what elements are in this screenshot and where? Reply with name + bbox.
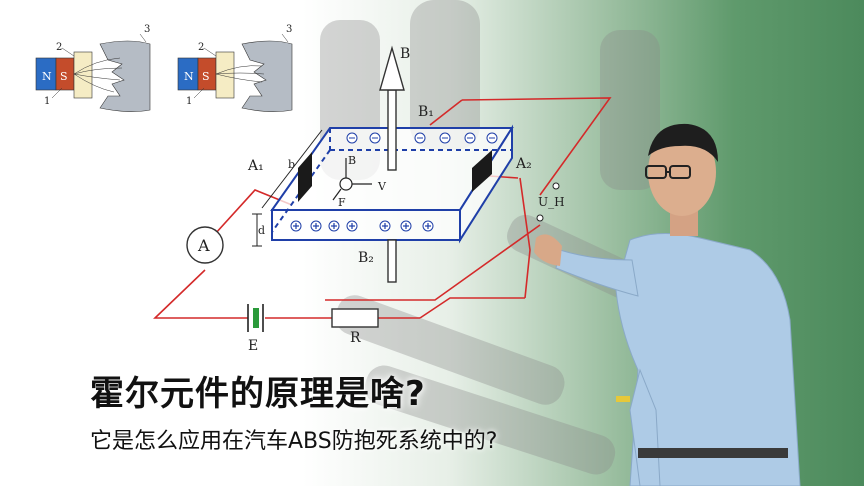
width-label: b [288,158,295,171]
depth-label: d [258,224,265,237]
uh-label: U_H [538,195,565,209]
small-b-label: B [348,154,356,167]
magnet-s-label: S [60,70,68,83]
callout-1b: 1 [186,96,192,107]
electrode-a1 [298,152,312,202]
callout-1: 1 [44,96,50,107]
video-subtitle: 它是怎么应用在汽车ABS防抱死系统中的? [90,429,498,454]
callout-3b: 3 [286,24,292,35]
magnet-illustration-2: N S 2 1 3 [177,24,292,112]
electrode-a2 [472,150,492,192]
video-title: 霍尔元件的原理是啥? [90,374,426,414]
callout-2b: 2 [198,42,204,53]
force-vectors [332,158,372,201]
magnetic-field-arrow: B [379,45,410,283]
terminal-top [552,182,560,190]
a1-label: A₁ [247,158,264,174]
magnet-n-label-2: N [184,70,194,83]
a2-label: A₂ [515,156,532,172]
magnet-illustration-1: N S 2 1 3 [35,24,150,112]
resistor: R [331,308,379,346]
force-label: F [338,196,346,209]
dimension-arrows [252,129,323,247]
positive-charges [290,220,434,232]
ammeter: A [186,226,224,264]
battery-label: E [248,338,258,354]
magnet-s-label-2: S [202,70,210,83]
callout-2: 2 [56,42,62,53]
callout-3: 3 [144,24,150,35]
terminal-bottom [536,214,544,222]
ammeter-label: A [197,236,210,255]
magnet-n-label: N [42,70,52,83]
battery: E [247,304,264,354]
velocity-label: V [377,180,387,193]
b1-label: B₁ [418,104,434,120]
presenter [534,123,801,486]
field-b-label: B [400,46,410,62]
b2-label: B₂ [358,250,374,266]
resistor-label: R [350,330,361,346]
negative-charges [346,132,498,144]
